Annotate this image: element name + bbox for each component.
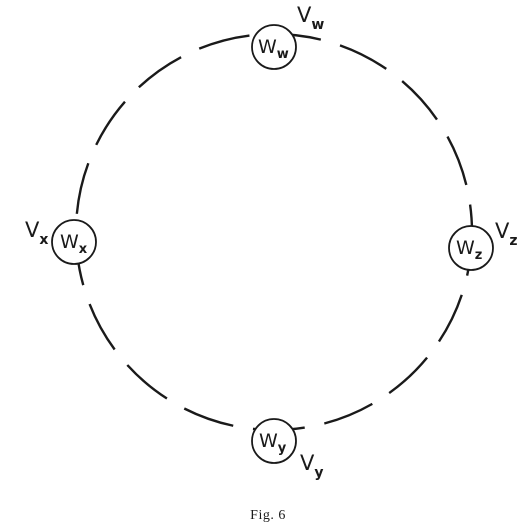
- vertex-x-label: Vx: [25, 218, 48, 248]
- vertex-z-label: Vz: [495, 219, 518, 249]
- vertex-w-label: Vw: [297, 3, 324, 33]
- node-z-circle: [448, 225, 494, 271]
- node-w-circle: [251, 24, 297, 70]
- node-y-label: Wy: [259, 430, 287, 456]
- node-z: Wz Vz: [448, 219, 518, 271]
- dashed-ring: [74, 32, 474, 432]
- vertex-y-label: Vy: [300, 451, 324, 481]
- node-y-circle: [251, 418, 297, 464]
- node-y: Wy Vy: [251, 418, 324, 481]
- figure-caption: Fig. 6: [250, 508, 286, 523]
- node-x-label: Wx: [60, 231, 88, 257]
- node-x-circle: [51, 219, 97, 265]
- node-z-label: Wz: [456, 237, 482, 263]
- node-x: Wx Vx: [25, 218, 97, 265]
- node-w: Ww Vw: [251, 3, 324, 70]
- node-w-label: Ww: [258, 36, 289, 62]
